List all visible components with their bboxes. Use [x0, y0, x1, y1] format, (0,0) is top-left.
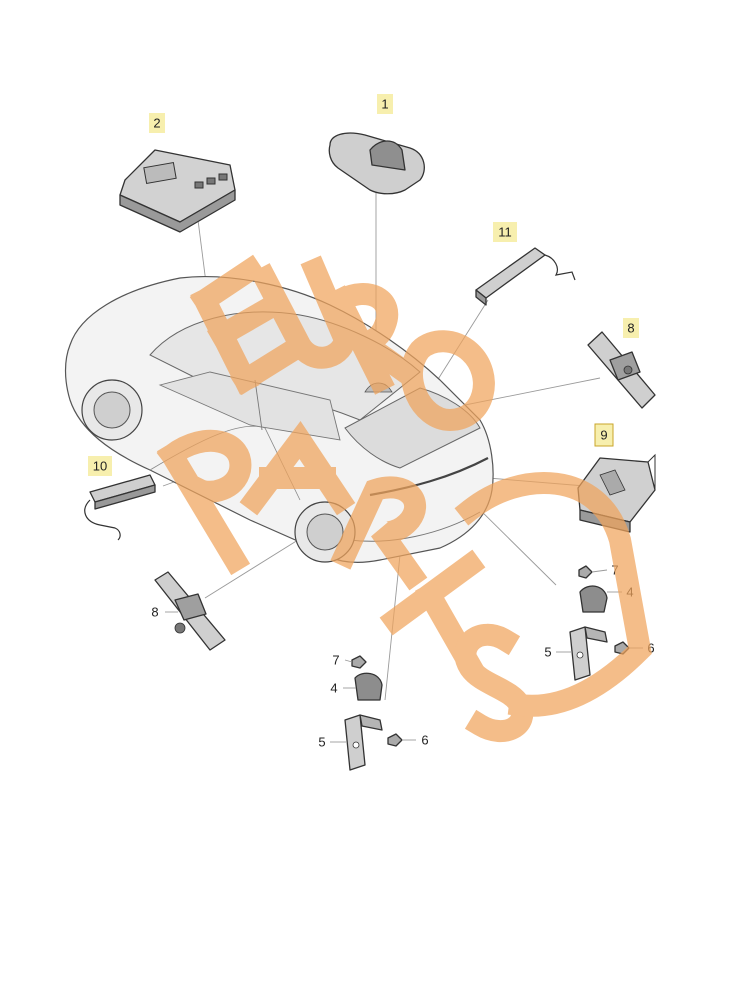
- hardware-group-right: [569, 565, 630, 681]
- svg-text:10: 10: [93, 459, 107, 474]
- callout-4-lower: 4: [330, 681, 337, 696]
- part-11-antenna-module: [475, 247, 576, 306]
- callout-6-lower: 6: [421, 733, 428, 748]
- callout-5-right: 5: [544, 645, 551, 660]
- svg-text:11: 11: [498, 225, 512, 240]
- svg-text:6: 6: [421, 733, 428, 748]
- callout-5-lower: 5: [318, 735, 325, 750]
- svg-text:6: 6: [647, 641, 654, 656]
- callout-10: 10: [88, 456, 112, 476]
- part-2-control-unit: [119, 149, 236, 233]
- svg-text:8: 8: [151, 605, 158, 620]
- svg-text:9: 9: [600, 428, 607, 443]
- svg-text:5: 5: [318, 735, 325, 750]
- svg-text:1: 1: [381, 97, 388, 112]
- part-1-roof-antenna: [328, 132, 425, 195]
- part-8-sensor-right: [587, 331, 656, 409]
- small-part-leaders: [165, 569, 643, 743]
- callout-8-left: 8: [151, 605, 158, 620]
- svg-text:4: 4: [330, 681, 337, 696]
- callout-11: 11: [493, 222, 517, 242]
- part-10-antenna-module: [84, 474, 156, 541]
- callout-1: 1: [377, 94, 393, 114]
- callout-2: 2: [149, 113, 165, 133]
- hardware-group-lower: [344, 655, 403, 771]
- svg-text:5: 5: [544, 645, 551, 660]
- svg-text:7: 7: [332, 653, 339, 668]
- callout-6-right: 6: [647, 641, 654, 656]
- callout-7-lower: 7: [332, 653, 339, 668]
- callout-9: 9: [594, 423, 614, 447]
- svg-text:2: 2: [153, 116, 160, 131]
- watermark-logo: [156, 254, 652, 742]
- part-8-sensor-left: [154, 571, 226, 651]
- svg-text:8: 8: [627, 321, 634, 336]
- callout-8-right: 8: [623, 318, 639, 338]
